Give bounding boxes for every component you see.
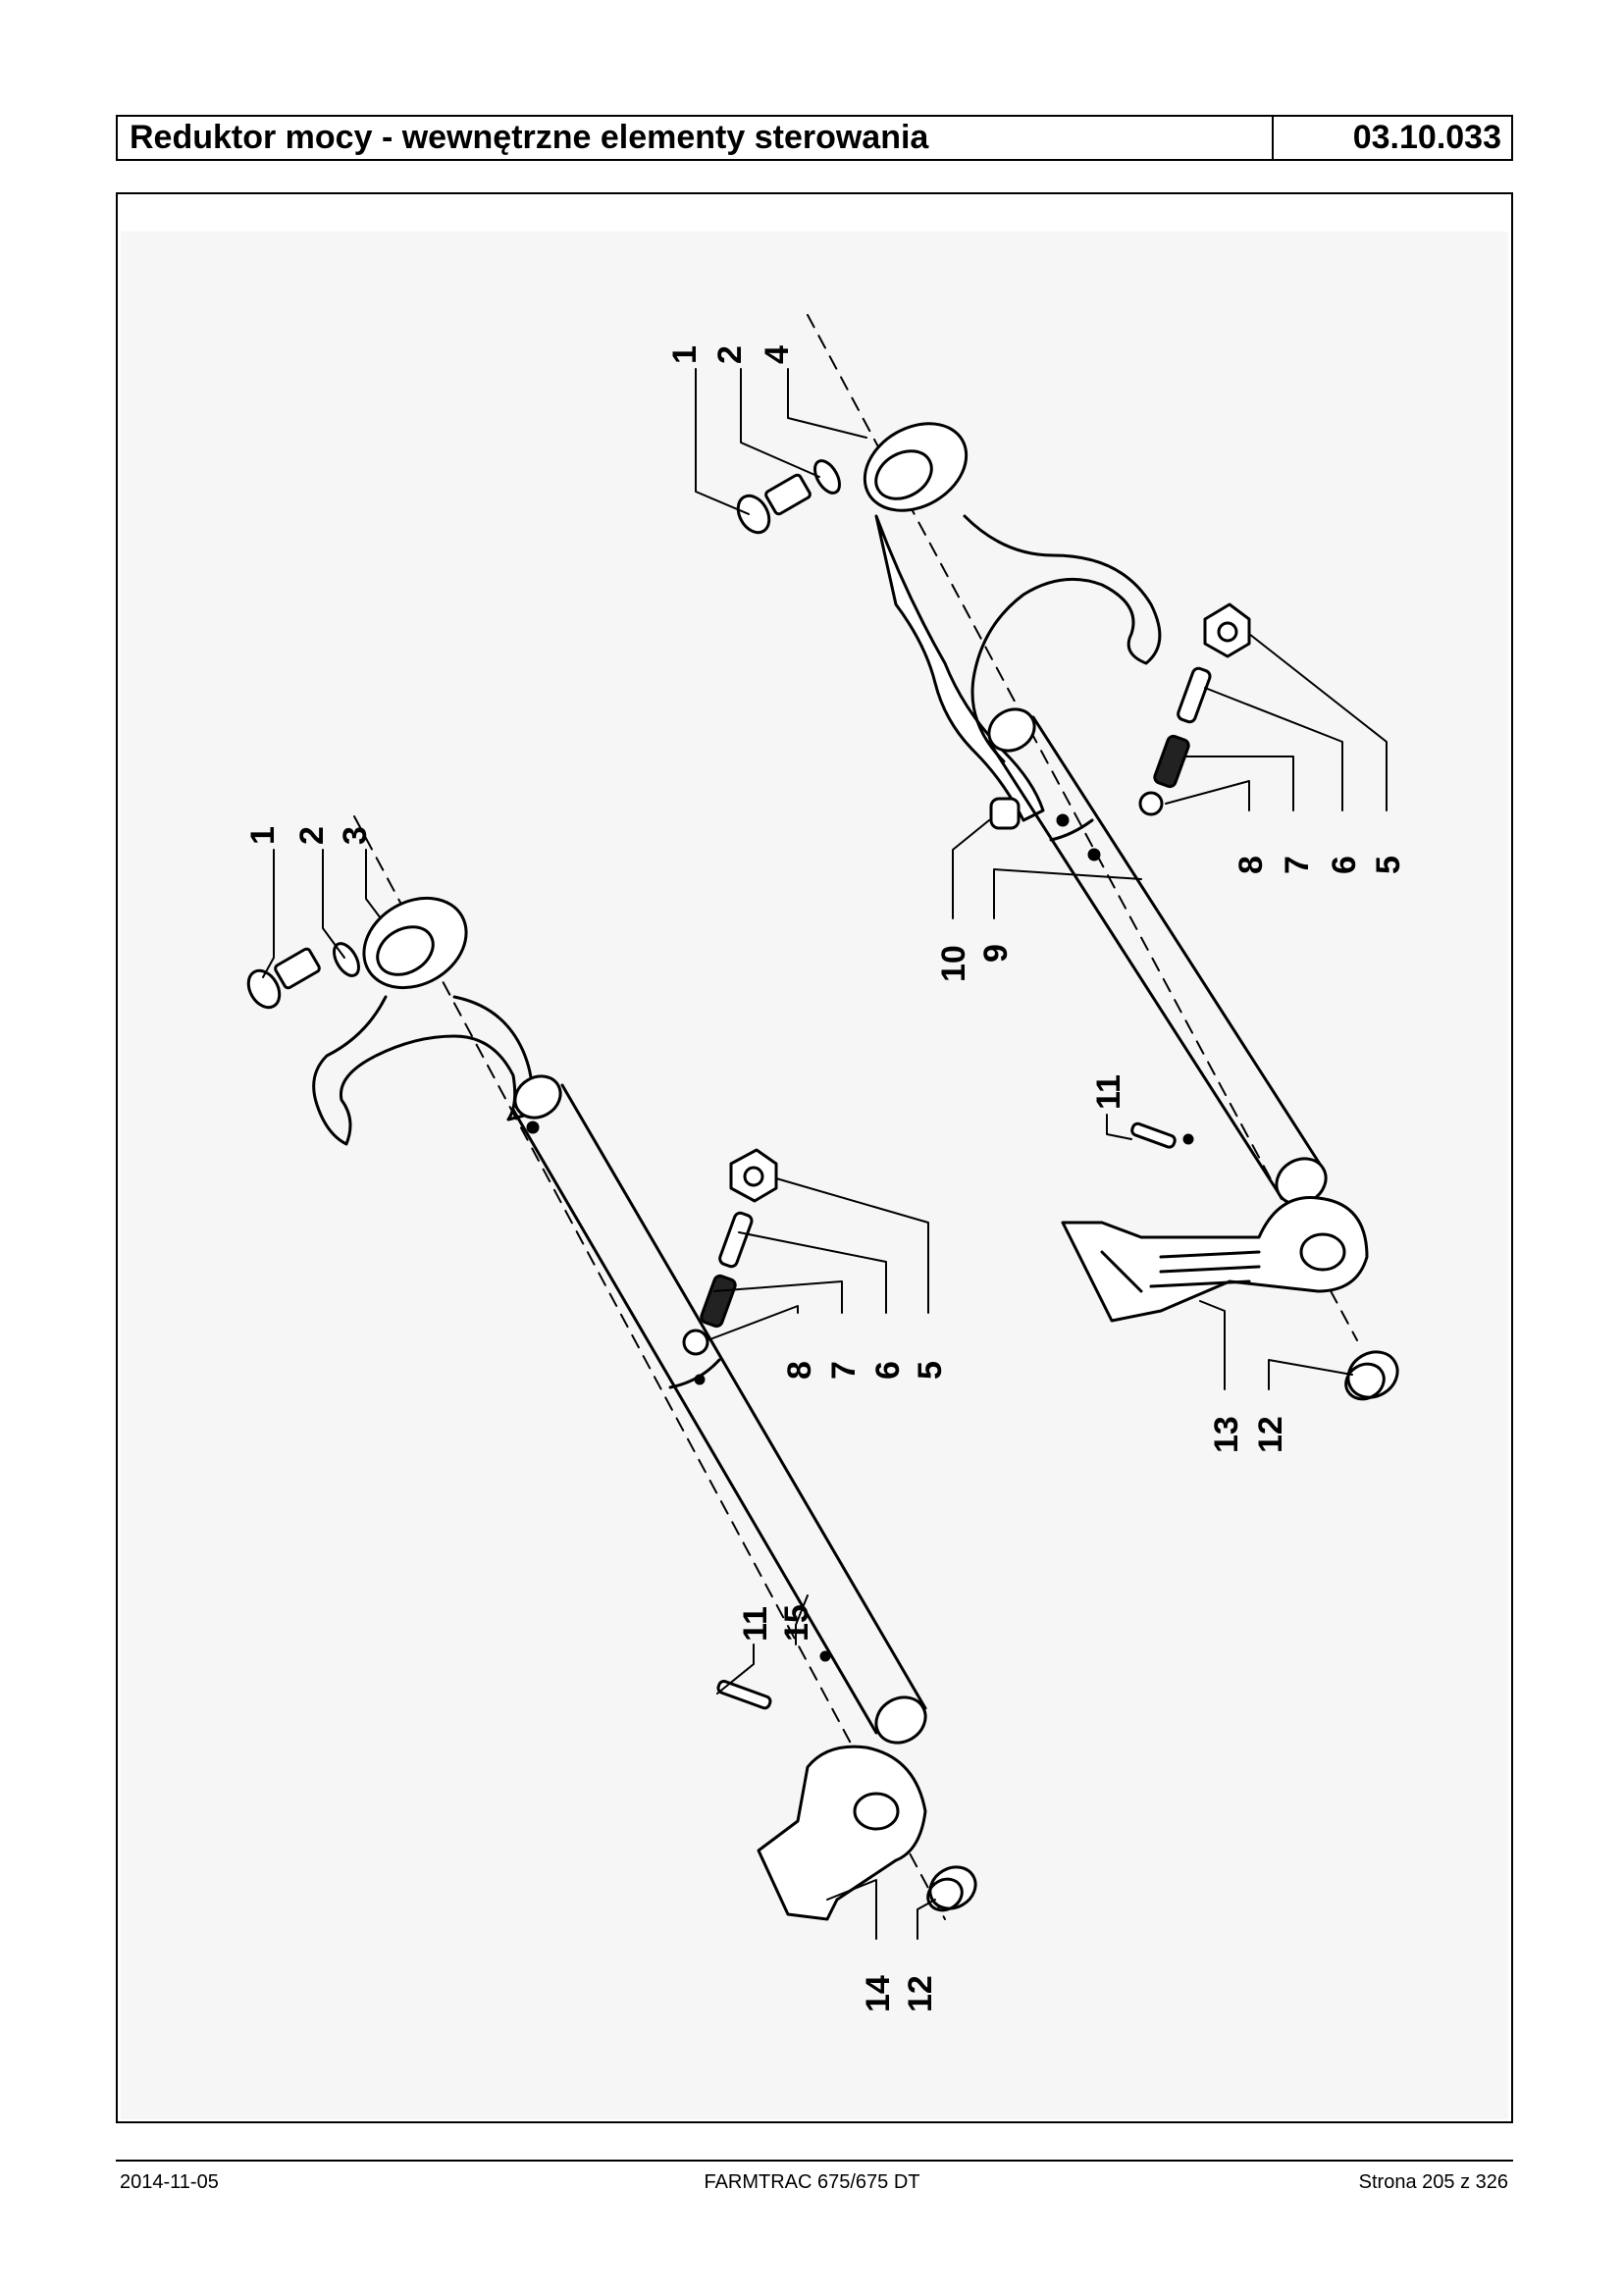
upper-shift-assembly: [736, 314, 1399, 1401]
exploded-parts-drawing: 1 2 4 5 6 7 8 9 10 11 12 13 1 2 3 5 6 7 …: [121, 232, 1508, 2119]
callout-label: 13: [1208, 1416, 1245, 1453]
footer-date: 2014-11-05: [120, 2171, 219, 2193]
parts-illustration: 1 2 4 5 6 7 8 9 10 11 12 13 1 2 3 5 6 7 …: [244, 314, 1407, 2012]
callout-label: 14: [860, 1975, 897, 2012]
callout-label: 9: [977, 944, 1015, 963]
section-title: Reduktor mocy - wewnętrzne elementy ster…: [118, 117, 1274, 159]
callout-label: 4: [759, 345, 796, 364]
callout-label: 1: [244, 826, 282, 845]
callout-label: 12: [1252, 1416, 1289, 1453]
footer-model: FARMTRAC 675/675 DT: [704, 2171, 920, 2193]
callout-label: 15: [778, 1604, 815, 1642]
callout-label: 11: [737, 1606, 774, 1642]
callout-label: 8: [1232, 856, 1270, 874]
callout-label: 5: [1370, 856, 1407, 874]
footer-page-number: Strona 205 z 326: [1358, 2171, 1508, 2193]
lower-shift-assembly: [246, 815, 977, 1921]
callout-label: 12: [902, 1975, 939, 2012]
callout-label: 1: [666, 345, 704, 364]
callout-label: 6: [869, 1361, 907, 1380]
callout-label: 5: [912, 1361, 949, 1380]
callout-label: 6: [1326, 856, 1363, 874]
footer-divider: [116, 2160, 1513, 2162]
callout-label: 2: [711, 345, 749, 364]
diagram-frame: 1 2 4 5 6 7 8 9 10 11 12 13 1 2 3 5 6 7 …: [116, 192, 1513, 2123]
section-code: 03.10.033: [1352, 119, 1501, 156]
callout-label: 7: [825, 1361, 863, 1380]
callout-label: 8: [781, 1361, 818, 1380]
callout-label: 3: [337, 826, 374, 845]
callout-label: 10: [935, 945, 972, 982]
page-header: Reduktor mocy - wewnętrzne elementy ster…: [116, 115, 1513, 161]
callout-label: 7: [1279, 856, 1316, 874]
callout-label: 11: [1090, 1074, 1127, 1110]
callout-label: 2: [293, 826, 331, 845]
